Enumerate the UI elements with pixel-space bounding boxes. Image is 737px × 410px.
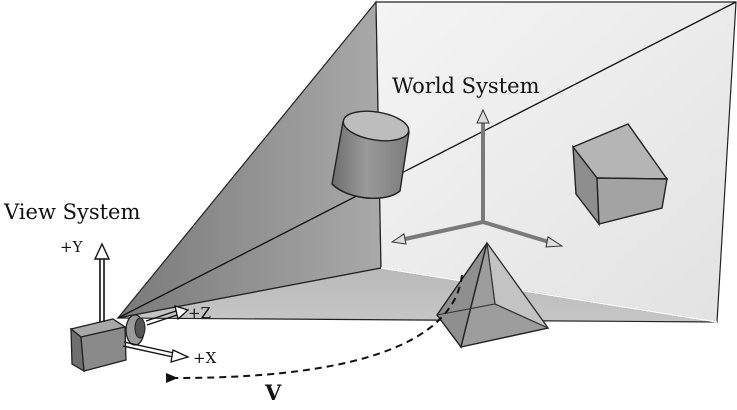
world-y-arrow [476,108,490,124]
view-x-arrow [170,349,190,363]
cube-object [571,123,669,227]
world-x-arrow [390,233,407,245]
view-y-arrow [93,242,111,260]
world-z-arrow [545,236,564,248]
view-axes [93,242,190,363]
world-axes [390,108,564,248]
v-vector-label: V [264,380,282,405]
pyramid-object [436,241,550,349]
v-vector-arc [165,274,463,384]
y-axis-label: +Y [60,238,84,256]
frustum [116,0,737,323]
view-z-arrow [174,305,190,321]
cylinder-object [331,110,410,199]
camera [69,314,146,373]
view-system-label: View System [3,200,140,224]
x-axis-label: +X [193,349,217,367]
frustum-edge-top [117,1,737,319]
frustum-back-wall [375,1,737,323]
z-axis-label: +Z [188,304,211,322]
world-system-label: World System [392,74,540,98]
